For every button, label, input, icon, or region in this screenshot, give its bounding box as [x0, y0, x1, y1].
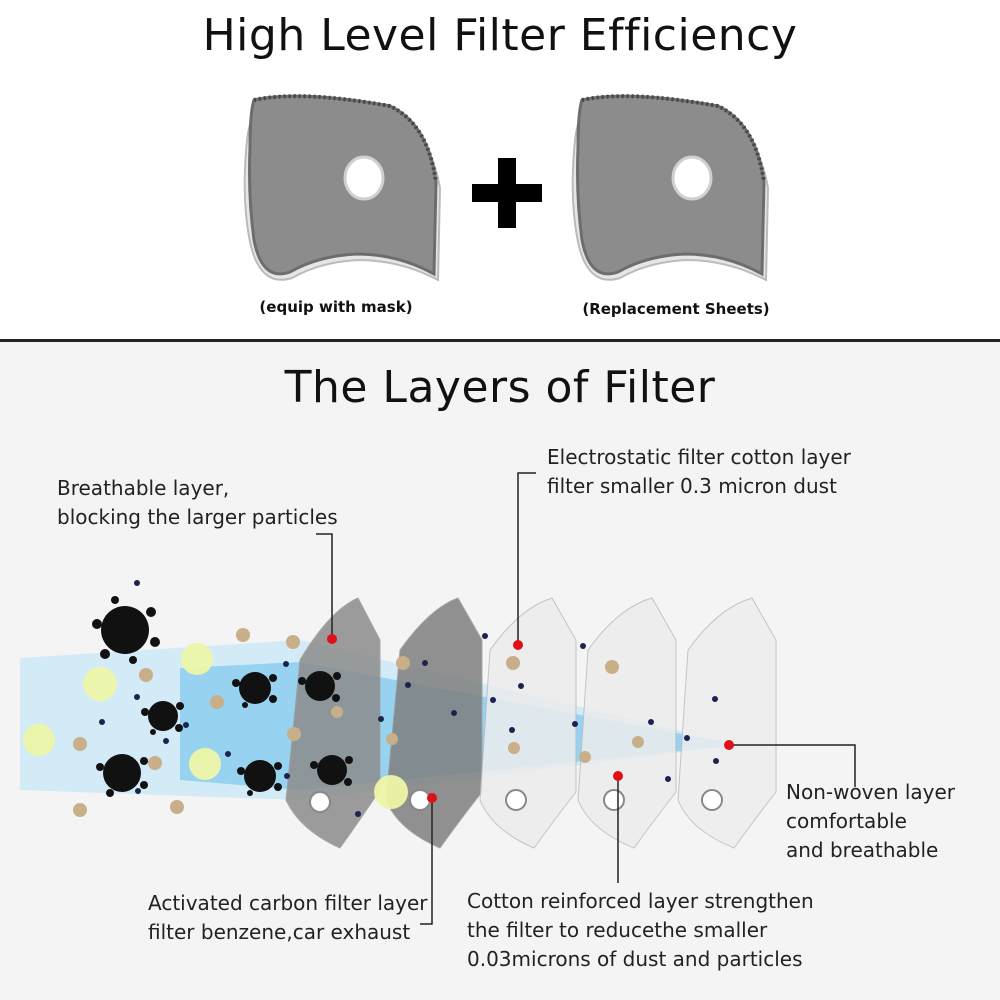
- red-markers: [327, 634, 734, 803]
- medium-particles: [73, 628, 644, 817]
- large-particles: [23, 643, 408, 809]
- section-title-layers: The Layers of Filter: [284, 362, 716, 413]
- leader-lines: [316, 472, 856, 925]
- virus-icon: [92, 596, 353, 797]
- filter-pad-icon: [243, 94, 442, 282]
- filter-layer-nonwoven: [677, 597, 777, 849]
- plus-icon: [472, 158, 542, 228]
- filter-pad-icon: [571, 94, 770, 282]
- valve-holes: [309, 789, 723, 813]
- filter-layer-cotton: [577, 597, 677, 849]
- filter-layer-carbon: [385, 597, 483, 849]
- page-title: High Level Filter Efficiency: [202, 10, 798, 61]
- small-particles: [99, 580, 719, 817]
- caption-replacement-sheets: (Replacement Sheets): [582, 300, 770, 318]
- caption-equip-with-mask: (equip with mask): [259, 298, 413, 316]
- filter-layer-breathable: [285, 597, 381, 849]
- label-breathable-layer: Breathable layer,blocking the larger par…: [57, 476, 338, 529]
- filter-layer-electrostatic: [479, 597, 577, 849]
- section-divider: [0, 339, 1000, 342]
